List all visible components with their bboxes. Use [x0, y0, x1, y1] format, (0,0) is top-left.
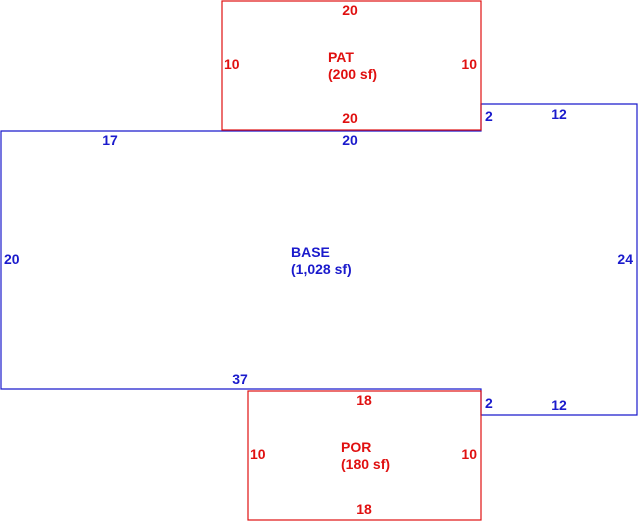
base-dim-right: 24 — [617, 251, 633, 267]
por-dim-top: 18 — [356, 392, 372, 408]
base-area: (1,028 sf) — [291, 261, 352, 277]
base-dim-notch-top: 2 — [485, 108, 493, 124]
por-area: (180 sf) — [341, 456, 390, 472]
por-dim-left: 10 — [250, 446, 266, 462]
pat-dim-bottom: 20 — [342, 110, 358, 126]
por-outline — [247, 390, 482, 521]
base-dim-bottom: 37 — [232, 371, 248, 387]
pat-dim-left: 10 — [224, 56, 240, 72]
por-name: POR — [341, 439, 371, 455]
base-dim-left: 20 — [4, 251, 20, 267]
pat-dim-right: 10 — [461, 56, 477, 72]
por-dim-bottom: 18 — [356, 501, 372, 517]
base-dim-notch-bottom: 2 — [485, 395, 493, 411]
base-dim-top-right: 12 — [551, 106, 567, 122]
pat-dim-top: 20 — [342, 2, 358, 18]
base-dim-top-mid: 20 — [342, 132, 358, 148]
pat-area: (200 sf) — [328, 66, 377, 82]
pat-name: PAT — [328, 49, 354, 65]
por-dim-right: 10 — [461, 446, 477, 462]
pat-outline — [221, 0, 482, 131]
base-name: BASE — [291, 244, 330, 260]
base-dim-bottom-right: 12 — [551, 397, 567, 413]
base-dim-top-left: 17 — [102, 132, 118, 148]
